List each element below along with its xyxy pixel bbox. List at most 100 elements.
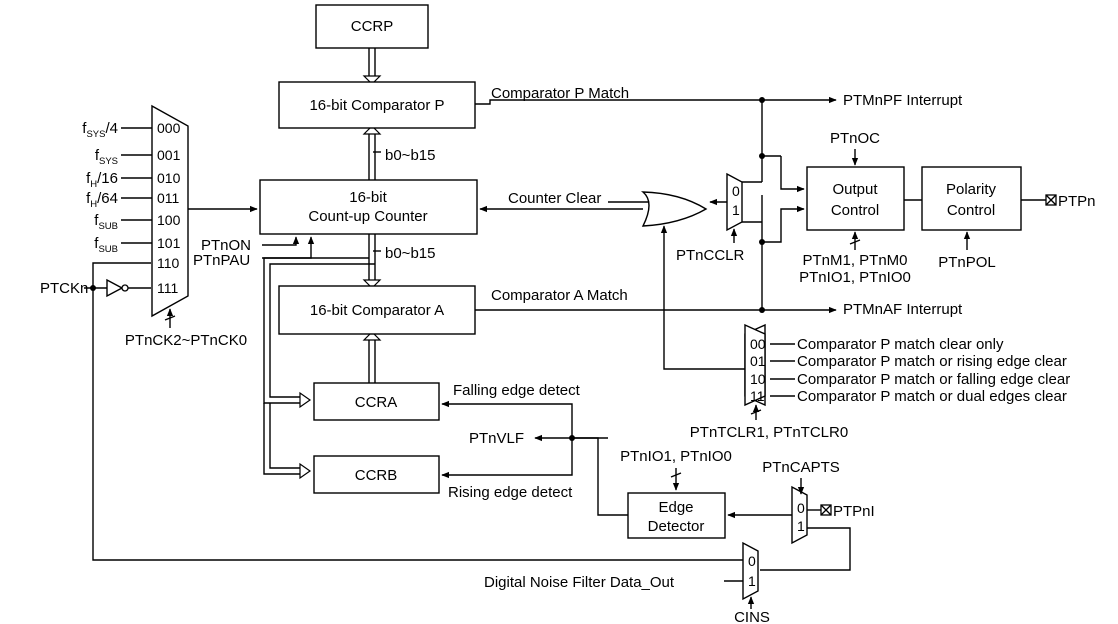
svg-text:PTMnAF Interrupt: PTMnAF Interrupt bbox=[843, 301, 963, 318]
clock-source-label: fSYS/4 bbox=[82, 120, 118, 140]
ptpni-input-pin: PTPnI bbox=[807, 503, 875, 520]
svg-text:PTnVLF: PTnVLF bbox=[469, 430, 524, 447]
ccrp-to-comparator-p-bus bbox=[362, 48, 382, 85]
count-up-counter-block: 16-bit Count-up Counter bbox=[259, 179, 478, 235]
ptnon-ptnpau-inputs: PTnON PTnPAU bbox=[193, 236, 315, 269]
svg-text:0: 0 bbox=[748, 553, 756, 569]
comparator-a-block: 16-bit Comparator A bbox=[278, 285, 476, 335]
rising-edge-path: Rising edge detect bbox=[441, 438, 573, 501]
svg-text:PTnTCLR1, PTnTCLR0: PTnTCLR1, PTnTCLR0 bbox=[690, 424, 848, 441]
svg-text:CCRA: CCRA bbox=[355, 394, 398, 411]
ptntclr-mux: PTnTCLR1, PTnTCLR0 bbox=[690, 323, 848, 441]
clear-option-code: 01 bbox=[750, 353, 766, 369]
ptnm-select: PTnM1, PTnM0 PTnIO1, PTnIO0 bbox=[799, 231, 911, 286]
svg-text:PTnIO1, PTnIO0: PTnIO1, PTnIO0 bbox=[799, 269, 911, 286]
svg-text:Counter Clear: Counter Clear bbox=[508, 190, 601, 207]
clock-source-label: fSUB bbox=[94, 235, 118, 255]
svg-text:CCRB: CCRB bbox=[355, 467, 398, 484]
b0-b15-top-label: b0~b15 bbox=[385, 147, 435, 164]
clock-source-label: fSYS bbox=[95, 147, 118, 167]
svg-text:Falling edge detect: Falling edge detect bbox=[453, 382, 581, 399]
ptnio-edge-select: PTnIO1, PTnIO0 bbox=[620, 448, 732, 491]
clear-option-label: Comparator P match or rising edge clear bbox=[797, 353, 1067, 370]
edge-clear-feedback-wire bbox=[660, 225, 745, 370]
clock-source-label: fH/64 bbox=[86, 190, 118, 210]
clock-select-code: 010 bbox=[157, 170, 181, 186]
clock-select-code: 100 bbox=[157, 212, 181, 228]
input-110-wire bbox=[92, 262, 151, 288]
ccrb-register: CCRB bbox=[313, 455, 440, 494]
clock-select-code: 110 bbox=[157, 255, 180, 271]
svg-text:1: 1 bbox=[797, 518, 805, 534]
svg-text:PTnPAU: PTnPAU bbox=[193, 252, 250, 269]
clock-select-code: 001 bbox=[157, 147, 181, 163]
svg-text:PTnPOL: PTnPOL bbox=[938, 254, 996, 271]
clock-select-code: 111 bbox=[157, 280, 178, 296]
svg-text:PTCKn: PTCKn bbox=[40, 280, 88, 297]
svg-text:Control: Control bbox=[947, 202, 995, 219]
svg-text:1: 1 bbox=[748, 573, 756, 589]
ccra-to-comparator-a-bus bbox=[362, 331, 382, 384]
clear-option-label: Comparator P match or falling edge clear bbox=[797, 371, 1070, 388]
counter-to-comparator-a-bus bbox=[362, 234, 382, 289]
clear-option-code: 00 bbox=[750, 336, 766, 352]
svg-text:1: 1 bbox=[732, 202, 740, 218]
svg-text:CCRP: CCRP bbox=[351, 18, 394, 35]
svg-text:PTnM1, PTnM0: PTnM1, PTnM0 bbox=[802, 252, 907, 269]
svg-text:PTnOC: PTnOC bbox=[830, 130, 880, 147]
svg-text:0: 0 bbox=[732, 183, 740, 199]
ptnpol-input: PTnPOL bbox=[938, 231, 996, 271]
svg-text:Comparator P Match: Comparator P Match bbox=[491, 85, 629, 102]
clock-select-code: 011 bbox=[157, 190, 180, 206]
cins-feedback-wire bbox=[760, 527, 851, 571]
svg-text:PTnCAPTS: PTnCAPTS bbox=[762, 459, 840, 476]
clock-source-label: fSUB bbox=[94, 212, 118, 232]
ptnvlf-signal: PTnVLF bbox=[469, 430, 628, 516]
ptnoc-input: PTnOC bbox=[830, 130, 880, 166]
svg-text:PTnCK2~PTnCK0: PTnCK2~PTnCK0 bbox=[125, 332, 247, 349]
clear-option-label: Comparator P match or dual edges clear bbox=[797, 388, 1067, 405]
clock-select-code: 101 bbox=[157, 235, 181, 251]
falling-edge-path: Falling edge detect bbox=[441, 382, 581, 438]
comparator-p-block: 16-bit Comparator P bbox=[278, 81, 476, 129]
ptnccclr-mux: 0 1 PTnCCLR bbox=[676, 172, 745, 264]
clock-select-code: 000 bbox=[157, 120, 181, 136]
output-control-block: Output Control bbox=[806, 166, 905, 231]
comparator-a-match-wire: Comparator A Match PTMnAF Interrupt bbox=[475, 195, 963, 318]
svg-text:0: 0 bbox=[797, 500, 805, 516]
clear-option-code: 11 bbox=[750, 388, 765, 404]
svg-text:Digital Noise Filter Data_Out: Digital Noise Filter Data_Out bbox=[484, 574, 675, 591]
clock-source-label: fH/16 bbox=[86, 170, 118, 190]
svg-text:PTnON: PTnON bbox=[201, 237, 251, 254]
ptckn-input: PTCKn bbox=[40, 278, 743, 561]
cins-mux: 0 1 Digital Noise Filter Data_Out CINS bbox=[484, 541, 770, 624]
edge-detector-block: Edge Detector bbox=[627, 492, 726, 539]
ccra-register: CCRA bbox=[313, 382, 440, 421]
svg-text:Output: Output bbox=[832, 181, 878, 198]
svg-text:16-bit: 16-bit bbox=[349, 189, 387, 206]
svg-text:Rising edge detect: Rising edge detect bbox=[448, 484, 573, 501]
clock-source-mux: 000 fSYS/4 001 fSYS 010 fH/16 011 fH/64 100 fSUB 1… bbox=[82, 104, 189, 318]
clear-option-code: 10 bbox=[750, 371, 766, 387]
svg-text:Control: Control bbox=[831, 202, 879, 219]
svg-text:Comparator A Match: Comparator A Match bbox=[491, 287, 628, 304]
svg-text:Count-up Counter: Count-up Counter bbox=[308, 208, 427, 225]
svg-text:16-bit Comparator A: 16-bit Comparator A bbox=[310, 302, 444, 319]
counter-to-comparator-p-bus bbox=[362, 125, 382, 180]
ptnck-select: PTnCK2~PTnCK0 bbox=[125, 308, 247, 349]
svg-text:Detector: Detector bbox=[648, 518, 705, 535]
polarity-control-block: Polarity Control bbox=[921, 166, 1022, 231]
ccrp-register: CCRP bbox=[315, 4, 429, 49]
svg-text:PTPnI: PTPnI bbox=[833, 503, 875, 520]
ptpn-output-pin: PTPn bbox=[1021, 193, 1096, 210]
b0-b15-bottom-label: b0~b15 bbox=[385, 245, 435, 262]
svg-text:16-bit Comparator P: 16-bit Comparator P bbox=[309, 97, 444, 114]
comparator-p-match-wire: Comparator P Match PTMnPF Interrupt bbox=[475, 85, 963, 193]
svg-text:Edge: Edge bbox=[658, 499, 693, 516]
svg-text:PTPn: PTPn bbox=[1058, 193, 1096, 210]
svg-text:Polarity: Polarity bbox=[946, 181, 997, 198]
ptncapts-mux: 0 1 PTnCAPTS bbox=[727, 459, 840, 545]
svg-text:PTnCCLR: PTnCCLR bbox=[676, 247, 745, 264]
